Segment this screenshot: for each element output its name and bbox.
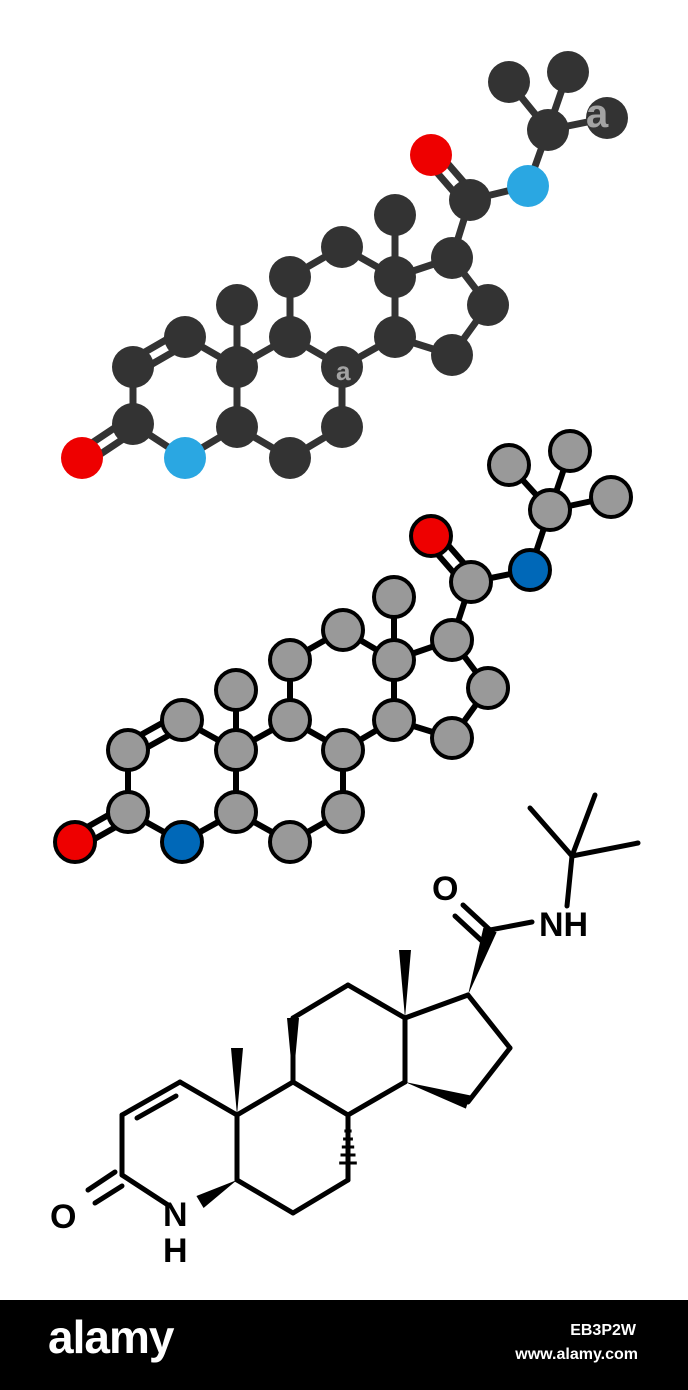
carbon-atom-grey: [449, 560, 493, 604]
skeletal-bond: [487, 919, 535, 933]
carbon-atom-dark: [216, 406, 258, 448]
brand-logo: alamy: [48, 1311, 174, 1363]
carbon-atom-dark: [216, 284, 258, 326]
oxygen-atom: [410, 134, 452, 176]
carbon-atom-grey: [321, 790, 365, 834]
carbon-atom-grey: [214, 728, 258, 772]
skeletal-bond: [465, 1045, 513, 1105]
carbon-atom-grey: [321, 728, 365, 772]
carbon-atom-dark: [527, 109, 569, 151]
footer-bar: [0, 1300, 688, 1390]
skeletal-bond: [345, 1079, 408, 1118]
carbon-atom-grey: [268, 820, 312, 864]
skeletal-bond: [177, 1079, 240, 1118]
skeletal-carbonyl-bond: [452, 913, 485, 944]
carbon-atom-dark: [216, 346, 258, 388]
carbon-atom-dark: [586, 97, 628, 139]
skeletal-bond: [527, 805, 575, 859]
stereo-wedge: [287, 1018, 299, 1082]
carbon-atom-dark: [269, 437, 311, 479]
skeletal-bond: [290, 1177, 351, 1216]
stereo-wedge: [231, 1048, 243, 1115]
skeletal-double-bond-inner: [134, 1093, 179, 1121]
carbon-atom-dark: [112, 403, 154, 445]
lactam-hydrogen-label: H: [163, 1232, 188, 1270]
carbon-atom-dark: [321, 346, 363, 388]
carbon-atom-grey: [372, 638, 416, 682]
carbon-atom-grey: [268, 698, 312, 742]
carbon-atom-grey: [430, 716, 474, 760]
carbon-atom-dark: [374, 316, 416, 358]
skeletal-bond: [119, 1079, 183, 1118]
carbon-atom-dark: [321, 226, 363, 268]
oxygen-atom-outlined: [53, 820, 97, 864]
stereo-wedge: [196, 1180, 237, 1209]
carbon-atom-grey: [466, 666, 510, 710]
skeletal-carbonyl-bond: [460, 902, 493, 933]
carbon-atom-dark: [269, 256, 311, 298]
carbon-atom-dark: [374, 256, 416, 298]
skeletal-bond: [290, 1079, 351, 1118]
skeletal-bond: [402, 992, 471, 1021]
oxygen-atom: [61, 437, 103, 479]
carbon-atom-grey: [430, 618, 474, 662]
ball-and-stick-model-outlined: [53, 429, 633, 864]
carbon-atom-dark: [431, 237, 473, 279]
carbon-atom-grey: [268, 638, 312, 682]
carbon-atom-grey: [160, 698, 204, 742]
amide-oxygen-label: O: [432, 870, 458, 908]
amide-nh-label: NH: [539, 906, 588, 944]
skeletal-bond: [234, 1177, 296, 1216]
stereo-wedge: [405, 1082, 471, 1109]
carbon-atom-dark: [467, 284, 509, 326]
carbon-atom-grey: [214, 668, 258, 712]
carbon-atom-grey: [372, 698, 416, 742]
skeletal-bond: [345, 982, 408, 1021]
skeletal-bond: [119, 1172, 171, 1208]
ball-and-stick-model-dark: [61, 51, 628, 479]
carbon-atom-grey: [589, 475, 633, 519]
carbon-atom-dark: [488, 61, 530, 103]
carbon-atom-grey: [106, 728, 150, 772]
nitrogen-atom: [507, 165, 549, 207]
carbon-atom-grey: [321, 608, 365, 652]
skeletal-bond: [234, 1079, 296, 1118]
carbon-atom-dark: [164, 316, 206, 358]
skeletal-carbonyl-bond: [85, 1169, 118, 1193]
site-url: www.alamy.com: [515, 1346, 638, 1363]
nitrogen-atom-outlined: [508, 548, 552, 592]
skeletal-bond: [569, 840, 641, 859]
carbon-atom-dark: [321, 406, 363, 448]
skeletal-bonds: [85, 792, 641, 1216]
nitrogen-atom-outlined: [160, 820, 204, 864]
nitrogen-atom: [164, 437, 206, 479]
lactam-oxygen-label: O: [50, 1198, 76, 1236]
carbon-atom-dark: [547, 51, 589, 93]
image-code: EB3P2W: [570, 1322, 636, 1339]
carbon-atom-grey: [372, 575, 416, 619]
skeletal-carbonyl-bond: [92, 1183, 125, 1206]
carbon-atom-dark: [449, 179, 491, 221]
carbon-atom-grey: [214, 790, 258, 834]
molecule-illustration: O NH O N H: [50, 51, 641, 1270]
skeletal-formula: O NH O N H: [50, 792, 641, 1270]
carbon-atom-grey: [106, 790, 150, 834]
oxygen-atom-outlined: [409, 514, 453, 558]
skeletal-bond: [465, 992, 513, 1051]
stereo-wedge: [468, 927, 497, 995]
carbon-atom-grey: [548, 429, 592, 473]
carbon-atom-grey: [487, 443, 531, 487]
lactam-nitrogen-label: N: [163, 1196, 188, 1234]
carbon-atom-grey: [528, 488, 572, 532]
carbon-atom-dark: [269, 316, 311, 358]
carbon-atom-dark: [431, 334, 473, 376]
carbon-atom-dark: [112, 346, 154, 388]
skeletal-bond: [290, 982, 351, 1021]
carbon-atom-dark: [374, 194, 416, 236]
skeletal-bond: [564, 853, 575, 909]
skeletal-bond: [569, 792, 598, 859]
stereo-wedge: [399, 950, 411, 1018]
